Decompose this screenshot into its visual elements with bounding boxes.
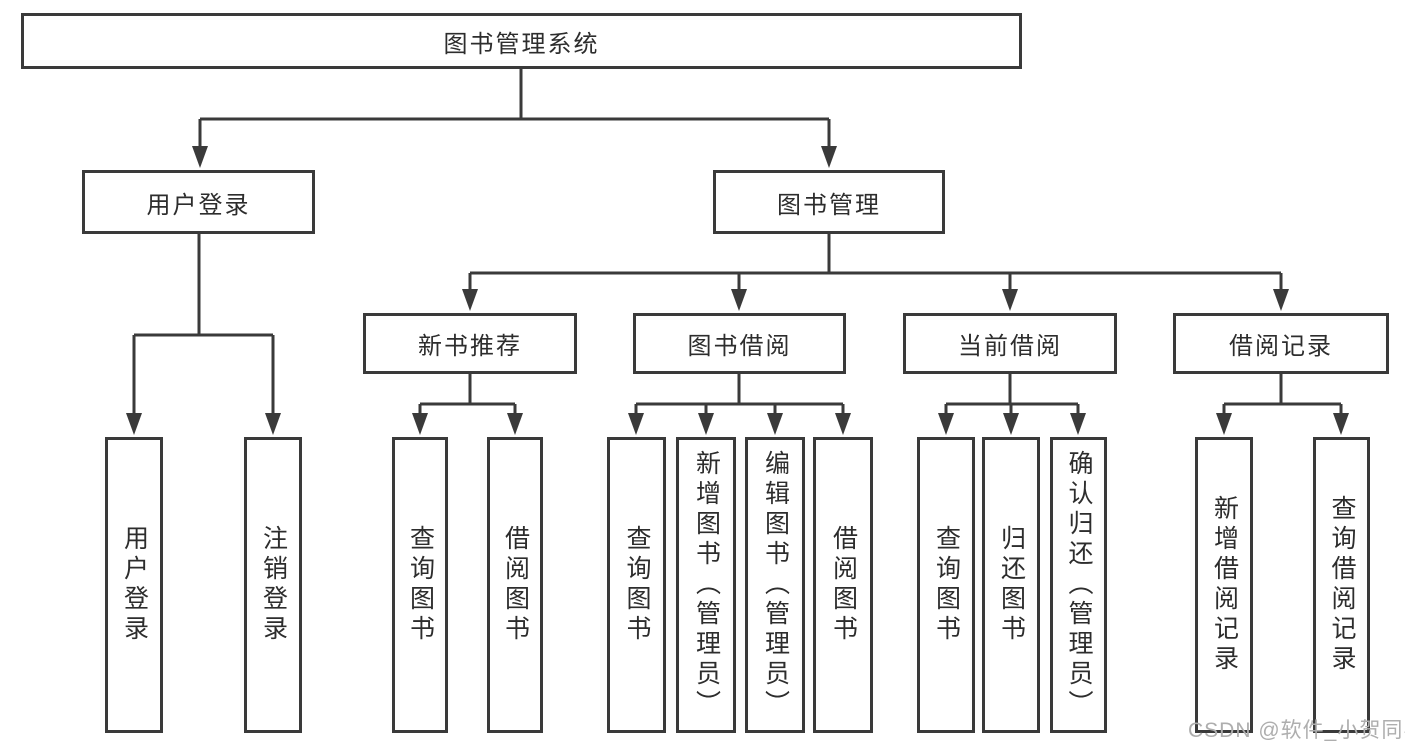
arrow-down-icon bbox=[938, 413, 954, 435]
leaf-user-login: 用户登录 bbox=[105, 437, 163, 733]
leaf-records-add-record: 新增借阅记录 bbox=[1195, 437, 1253, 733]
leaf-current-return-books: 归还图书 bbox=[982, 437, 1040, 733]
arrow-down-icon bbox=[1070, 413, 1086, 435]
csdn-watermark: CSDN @软件_小贺同学 bbox=[1188, 719, 1405, 742]
arrowheads bbox=[126, 146, 1349, 435]
connector-current-borrow bbox=[944, 374, 1080, 417]
node-book-borrow: 图书借阅 bbox=[633, 313, 846, 374]
arrow-down-icon bbox=[1002, 289, 1018, 311]
leaf-borrow-query-books: 查询图书 bbox=[607, 437, 666, 733]
node-new-book-recommend: 新书推荐 bbox=[363, 313, 577, 374]
arrow-down-icon bbox=[126, 413, 142, 435]
connector-book-mgmt bbox=[468, 234, 1283, 293]
arrow-down-icon bbox=[507, 413, 523, 435]
connector-borrow-records bbox=[1222, 374, 1343, 417]
node-borrow-records: 借阅记录 bbox=[1173, 313, 1389, 374]
node-root-system: 图书管理系统 bbox=[21, 13, 1022, 69]
leaf-newbook-query-books: 查询图书 bbox=[392, 437, 448, 733]
arrow-down-icon bbox=[265, 413, 281, 435]
leaf-newbook-borrow-books: 借阅图书 bbox=[487, 437, 543, 733]
arrow-down-icon bbox=[835, 413, 851, 435]
leaf-current-confirm-return-admin: 确认归还（管理员） bbox=[1050, 437, 1107, 733]
arrow-down-icon bbox=[1216, 413, 1232, 435]
leaf-records-query-record: 查询借阅记录 bbox=[1313, 437, 1370, 733]
node-current-borrow: 当前借阅 bbox=[903, 313, 1117, 374]
arrow-down-icon bbox=[192, 146, 208, 168]
arrow-down-icon bbox=[821, 146, 837, 168]
arrow-down-icon bbox=[767, 413, 783, 435]
arrow-down-icon bbox=[628, 413, 644, 435]
arrow-down-icon bbox=[1003, 413, 1019, 435]
node-user-login: 用户登录 bbox=[82, 170, 315, 234]
leaf-borrow-edit-books-admin: 编辑图书（管理员） bbox=[745, 437, 805, 733]
arrow-down-icon bbox=[462, 289, 478, 311]
leaf-current-query-books: 查询图书 bbox=[917, 437, 975, 733]
arrow-down-icon bbox=[1273, 289, 1289, 311]
connector-book-borrow bbox=[634, 374, 845, 417]
connector-root bbox=[198, 69, 831, 150]
arrow-down-icon bbox=[1333, 413, 1349, 435]
connector-new-book bbox=[418, 374, 517, 417]
leaf-borrow-borrow-books: 借阅图书 bbox=[813, 437, 873, 733]
arrow-down-icon bbox=[412, 413, 428, 435]
node-book-management: 图书管理 bbox=[713, 170, 945, 234]
arrow-down-icon bbox=[698, 413, 714, 435]
leaf-logout: 注销登录 bbox=[244, 437, 302, 733]
arrow-down-icon bbox=[731, 289, 747, 311]
connector-user-login bbox=[132, 234, 275, 417]
leaf-borrow-add-books-admin: 新增图书（管理员） bbox=[676, 437, 736, 733]
